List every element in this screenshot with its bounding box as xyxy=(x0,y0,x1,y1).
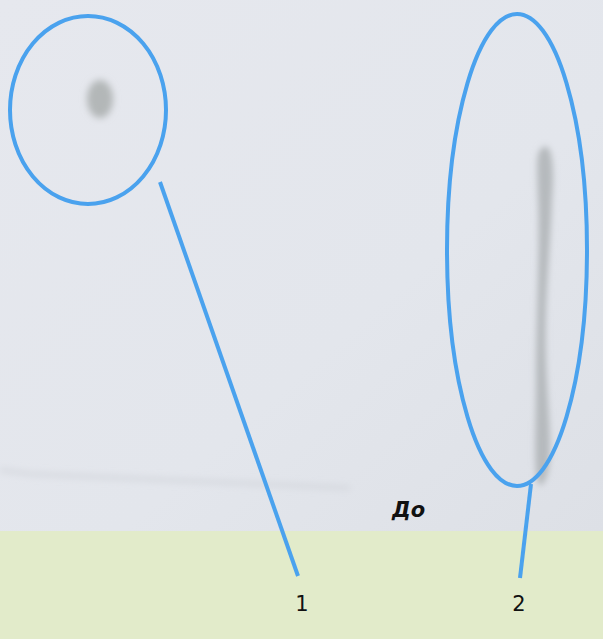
leader-line xyxy=(160,182,298,576)
leader-line xyxy=(520,484,531,578)
photo-ground xyxy=(0,0,603,531)
callout-number: 1 xyxy=(295,594,308,615)
callout-number: 2 xyxy=(512,594,525,615)
stain-spot xyxy=(87,80,113,118)
highlight-ellipse xyxy=(10,16,166,204)
highlight-ellipse xyxy=(447,14,587,486)
shadow-line xyxy=(0,470,350,488)
stain-streak xyxy=(535,147,553,486)
photo-note: До xyxy=(392,500,425,521)
caption-band xyxy=(0,531,603,639)
